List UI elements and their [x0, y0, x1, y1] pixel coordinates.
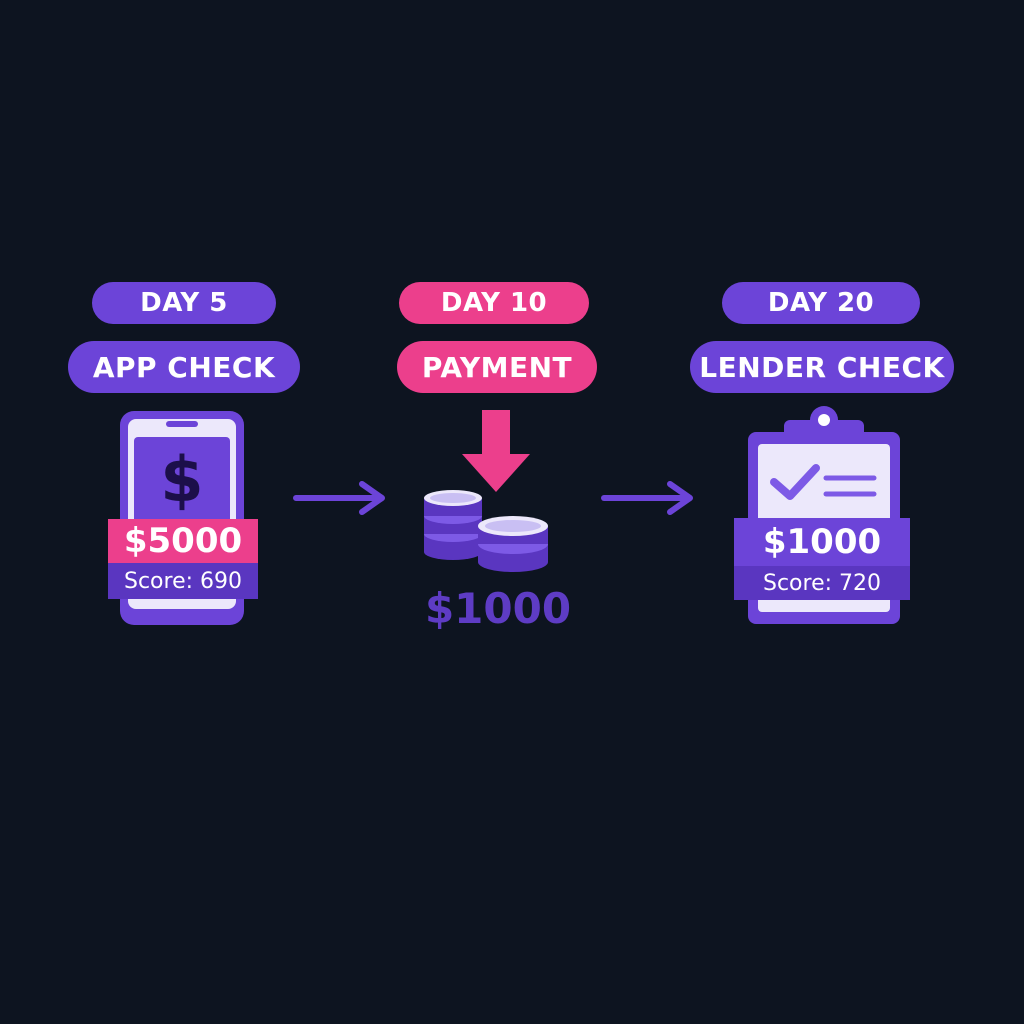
step-title-1: APP CHECK [68, 341, 300, 393]
step-title-3: LENDER CHECK [690, 341, 954, 393]
score-1: Score: 690 [123, 568, 242, 594]
svg-text:$: $ [160, 443, 203, 516]
phone-dollar-icon: $ [108, 411, 258, 625]
amount-3: $1000 [762, 522, 882, 562]
clipboard-check-icon [734, 406, 910, 624]
coins-icon [424, 490, 548, 572]
step-title-label-2: PAYMENT [421, 350, 573, 384]
day-label-3: DAY 20 [767, 288, 875, 318]
arrow-right-icon [293, 481, 385, 515]
step-title-2: PAYMENT [397, 341, 597, 393]
day-label-1: DAY 5 [140, 288, 228, 318]
step-title-label-1: APP CHECK [92, 350, 276, 384]
day-badge-1: DAY 5 [92, 282, 276, 324]
amount-2: $1000 [424, 584, 572, 633]
step-title-label-3: LENDER CHECK [699, 350, 945, 384]
arrow-right-icon [601, 481, 693, 515]
day-badge-2: DAY 10 [399, 282, 589, 324]
day-badge-3: DAY 20 [722, 282, 920, 324]
score-3: Score: 720 [762, 570, 881, 596]
arrow-down-icon [462, 410, 530, 492]
day-label-2: DAY 10 [440, 288, 548, 318]
amount-1: $5000 [123, 521, 243, 561]
